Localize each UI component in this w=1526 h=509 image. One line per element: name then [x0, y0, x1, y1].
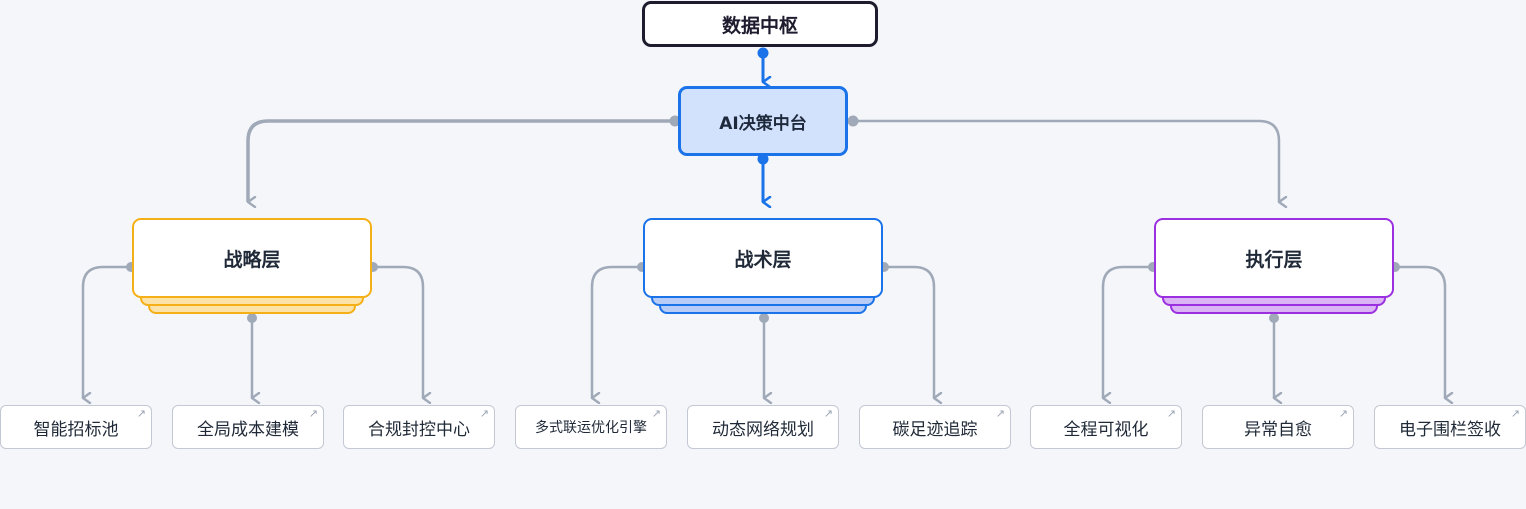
leaf-node-multimodal-engine[interactable]: 多式联运优化引擎 ↗ [515, 405, 667, 449]
leaf-node-dynamic-network-planning[interactable]: 动态网络规划 ↗ [687, 405, 839, 449]
leaf-label: 电子围栏签收 [1399, 419, 1501, 440]
root-node-label: 数据中枢 [721, 14, 798, 37]
tactics-layer-node[interactable]: 战术层 [643, 218, 883, 298]
leaf-label: 全程可视化 [1063, 419, 1149, 440]
hub-node-label: AI决策中台 [719, 113, 807, 134]
layer-label: 战术层 [734, 248, 792, 271]
leaf-label: 多式联运优化引擎 [535, 420, 647, 436]
leaf-node-carbon-tracking[interactable]: 碳足迹追踪 ↗ [859, 405, 1011, 449]
external-link-icon: ↗ [136, 407, 146, 420]
connector-dot [757, 153, 769, 165]
leaf-node-smart-tender-pool[interactable]: 智能招标池 ↗ [0, 405, 152, 449]
leaf-node-exception-self-heal[interactable]: 异常自愈 ↗ [1202, 405, 1354, 449]
external-link-icon: ↗ [995, 407, 1005, 420]
external-link-icon: ↗ [479, 407, 489, 420]
connector-hub-to-execution [853, 119, 1279, 202]
connector-dot [757, 47, 769, 59]
external-link-icon: ↗ [308, 407, 318, 420]
leaf-label: 异常自愈 [1244, 419, 1312, 440]
tactics-layer-group: 战术层 [643, 218, 883, 318]
leaf-node-full-visibility[interactable]: 全程可视化 ↗ [1030, 405, 1182, 449]
ai-decision-hub-node[interactable]: AI决策中台 [678, 86, 848, 156]
leaf-label: 全局成本建模 [197, 419, 299, 440]
layer-label: 战略层 [223, 248, 281, 271]
external-link-icon: ↗ [1166, 407, 1176, 420]
layer-label: 执行层 [1245, 248, 1303, 271]
leaf-node-global-cost-model[interactable]: 全局成本建模 ↗ [172, 405, 324, 449]
execution-layer-group: 执行层 [1154, 218, 1394, 318]
strategy-layer-group: 战略层 [132, 218, 372, 318]
root-node-data-hub[interactable]: 数据中枢 [642, 1, 878, 47]
external-link-icon: ↗ [651, 407, 661, 420]
connector-dot [669, 115, 681, 127]
connector-dot [847, 115, 859, 127]
external-link-icon: ↗ [1338, 407, 1348, 420]
connector-hub-to-strategy [246, 119, 675, 202]
leaf-node-geofence-signoff[interactable]: 电子围栏签收 ↗ [1374, 405, 1526, 449]
external-link-icon: ↗ [823, 407, 833, 420]
leaf-label: 合规封控中心 [368, 419, 470, 440]
strategy-layer-node[interactable]: 战略层 [132, 218, 372, 298]
execution-layer-node[interactable]: 执行层 [1154, 218, 1394, 298]
leaf-label: 智能招标池 [33, 419, 119, 440]
external-link-icon: ↗ [1510, 407, 1520, 420]
leaf-label: 动态网络规划 [712, 419, 814, 440]
leaf-node-compliance-center[interactable]: 合规封控中心 ↗ [343, 405, 495, 449]
leaf-label: 碳足迹追踪 [892, 419, 978, 440]
